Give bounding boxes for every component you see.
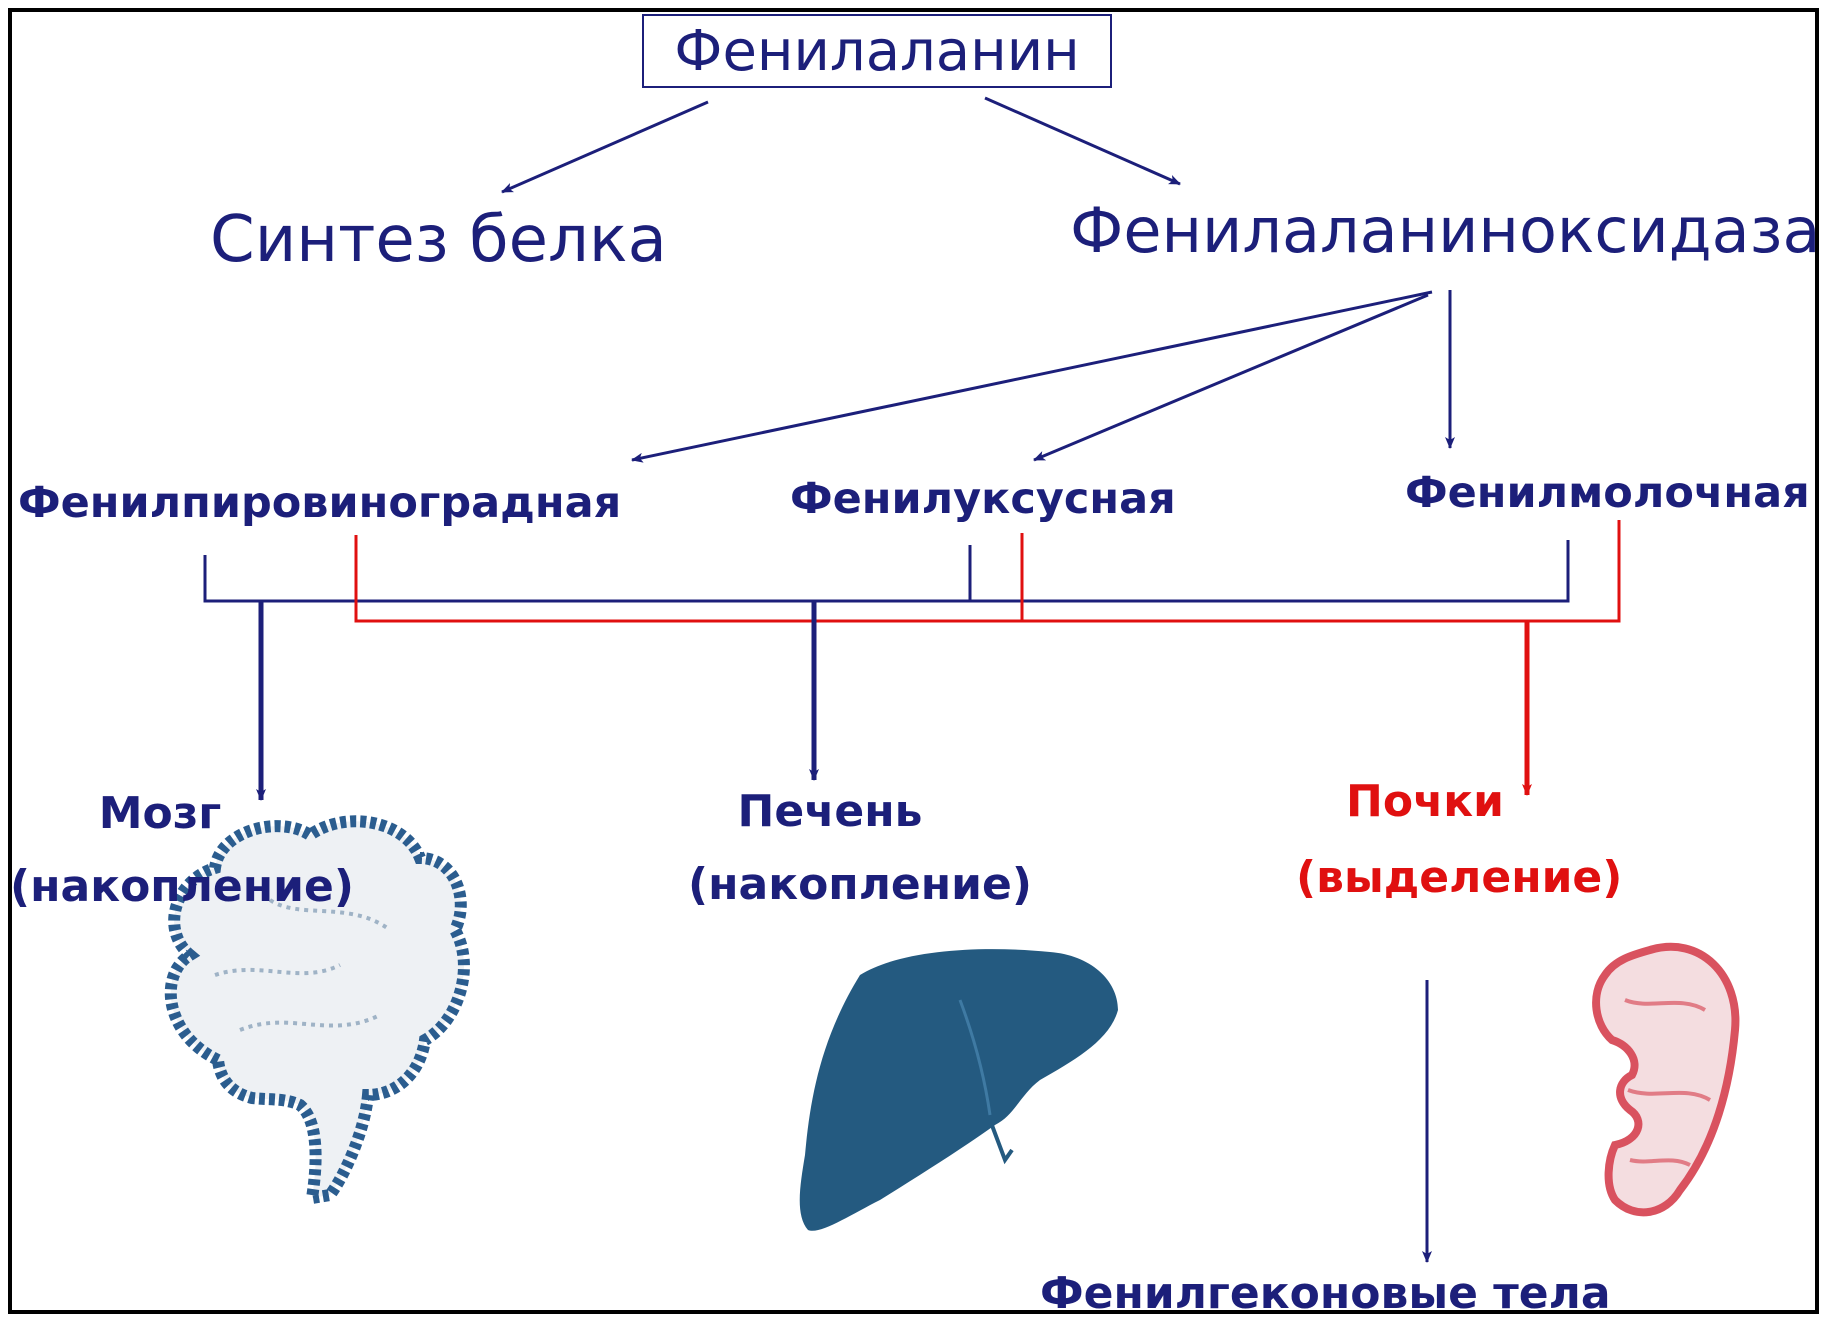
brain-illustration <box>164 815 470 1206</box>
arrow-to-phenylalanine-oxidase <box>984 96 1181 186</box>
navy-bus <box>203 540 1570 603</box>
liver-note-label: (накопление) <box>688 859 1032 910</box>
brain-note-label: (накопление) <box>10 861 354 912</box>
kidneys-note-label: (выделение) <box>1296 852 1623 903</box>
liver-name-label: Печень <box>737 786 923 837</box>
brain-name-label: Мозг <box>98 788 222 839</box>
kidney-illustration <box>1592 942 1740 1217</box>
arrow-to-protein-synthesis <box>501 100 709 194</box>
kidneys-name-label: Почки <box>1346 776 1504 827</box>
protein-synthesis-label: Синтез белка <box>210 203 667 277</box>
phenylacetic-label: Фенилуксусная <box>790 474 1176 524</box>
phenylpyruvic-label: Фенилпировиноградная <box>18 478 622 528</box>
phenylalanine-oxidase-label: Фенилаланиноксидаза <box>1070 194 1821 267</box>
arrow-to-phenylpyruvic <box>631 290 1433 463</box>
liver-illustration <box>799 949 1118 1231</box>
phenylalanine-node: Фенилаланин <box>642 14 1112 88</box>
red-bus <box>354 520 1621 623</box>
phenyllactic-label: Фенилмолочная <box>1405 468 1810 518</box>
phenylalanine-label: Фенилаланин <box>674 19 1080 84</box>
ketone-bodies-label: Фенилгеконовые тела <box>1040 1268 1611 1319</box>
arrow-to-phenylacetic <box>1033 293 1429 462</box>
